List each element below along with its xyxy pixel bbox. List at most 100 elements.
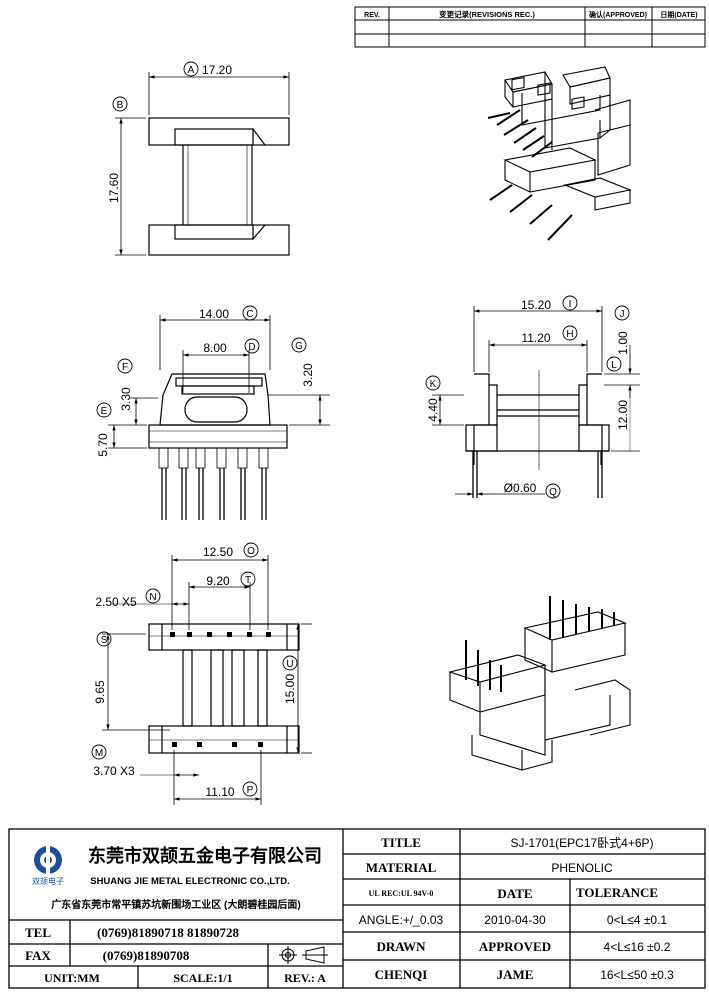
svg-text:11.10: 11.10 <box>205 785 234 799</box>
tolerance-row-1: 0<L≤4 ±0.1 <box>607 913 668 927</box>
checked-value: JAME <box>497 967 534 982</box>
tolerance-label: TOLERANCE <box>576 885 658 900</box>
drawn-label: DRAWN <box>376 939 426 954</box>
svg-text:D: D <box>248 342 255 353</box>
svg-text:C: C <box>246 309 253 320</box>
svg-text:N: N <box>149 592 156 603</box>
date-value: 2010-04-30 <box>484 913 546 927</box>
svg-text:O: O <box>247 546 255 557</box>
svg-text:2.50 X5: 2.50 X5 <box>95 595 137 609</box>
title-value: SJ-1701(EPC17卧式4+6P) <box>510 836 653 850</box>
svg-text:I: I <box>569 299 572 310</box>
isometric-view-top <box>487 66 632 241</box>
title-block-grid <box>8 828 706 989</box>
front-view <box>148 373 288 520</box>
dim-u: 15.00 U <box>282 655 298 704</box>
side-view <box>465 370 610 498</box>
dim-f: F 3.30 <box>117 358 133 411</box>
dim-a: A 17.20 <box>183 61 232 77</box>
svg-text:S: S <box>101 635 108 646</box>
ul-label: UL REC:UL 94V-0 <box>369 889 434 898</box>
svg-text:P: P <box>247 785 254 796</box>
material-label: MATERIAL <box>366 860 437 875</box>
tel-label: TEL <box>25 925 51 940</box>
revision-table <box>354 6 706 48</box>
svg-text:H: H <box>566 329 573 340</box>
dim-lines-front <box>108 315 330 449</box>
svg-text:1.00: 1.00 <box>616 331 630 355</box>
svg-text:A: A <box>188 65 195 76</box>
svg-text:F: F <box>122 362 128 373</box>
dim-e: E 5.70 <box>96 402 112 457</box>
svg-text:G: G <box>295 341 303 352</box>
svg-text:E: E <box>101 406 108 417</box>
svg-text:15.20: 15.20 <box>521 298 551 312</box>
bottom-view <box>148 623 300 754</box>
dim-d: 8.00 D <box>203 338 260 355</box>
dim-q: Ø0.60 Q <box>504 481 561 499</box>
svg-text:3.30: 3.30 <box>119 387 133 411</box>
tolerance-row-2: 4<L≤16 ±0.2 <box>604 940 671 954</box>
dim-l: L 12.00 <box>606 356 630 430</box>
svg-text:4.40: 4.40 <box>426 398 440 422</box>
date-label: DATE <box>497 886 532 901</box>
svg-text:Ø0.60: Ø0.60 <box>504 481 537 495</box>
rev-label: REV.: A <box>284 971 326 985</box>
svg-text:J: J <box>620 309 625 320</box>
company-name-en: SHUANG JIE METAL ELECTRONIC CO.,LTD. <box>90 876 290 887</box>
dim-h: 11.20 H <box>521 325 578 345</box>
company-address: 广东省东莞市常平镇苏坑新围场工业区 (大朗碧桂园后面) <box>51 898 300 911</box>
svg-text:15.00: 15.00 <box>283 674 297 704</box>
dim-lines-bottom <box>102 555 312 805</box>
dim-lines-side <box>432 306 640 496</box>
svg-text:9.20: 9.20 <box>206 574 230 588</box>
svg-text:K: K <box>430 379 437 390</box>
dim-m: M 3.70 X3 <box>91 744 135 778</box>
svg-text:L: L <box>611 360 617 371</box>
svg-text:5.70: 5.70 <box>96 433 110 457</box>
dim-n: 2.50 X5 N <box>95 588 161 609</box>
dim-c: 14.00 C <box>199 305 258 321</box>
dim-g: G 3.20 <box>291 337 315 387</box>
svg-text:14.00: 14.00 <box>199 307 229 321</box>
svg-text:17.20: 17.20 <box>202 63 232 77</box>
approved-label: APPROVED <box>479 939 551 954</box>
dim-lines-top <box>115 72 290 256</box>
tolerance-row-3: 16<L≤50 ±0.3 <box>600 968 674 982</box>
rev-header-date: 日期(DATE) <box>660 10 697 19</box>
scale-label: SCALE:1/1 <box>173 971 232 985</box>
dim-t: 9.20 T <box>206 571 256 588</box>
svg-text:双颉电子: 双颉电子 <box>32 876 64 886</box>
svg-text:B: B <box>117 100 124 111</box>
dim-p: 11.10 P <box>205 781 258 799</box>
tel-value: (0769)81890718 81890728 <box>97 925 239 940</box>
isometric-view-bottom <box>448 596 631 771</box>
unit-label: UNIT:MM <box>44 971 100 985</box>
svg-text:Q: Q <box>549 487 557 498</box>
title-label: TITLE <box>381 835 421 850</box>
svg-text:12.50: 12.50 <box>203 545 233 559</box>
checked-label: CHENQI <box>375 967 428 982</box>
svg-text:17.60: 17.60 <box>107 173 121 203</box>
top-view <box>148 117 290 256</box>
svg-text:8.00: 8.00 <box>203 341 227 355</box>
angle-value: ANGLE:+/_0.03 <box>359 913 444 927</box>
company-name-cn: 东莞市双颉五金电子有限公司 <box>88 845 322 866</box>
dim-k: K 4.40 <box>425 375 441 422</box>
dim-j: J 1.00 <box>614 305 630 355</box>
svg-text:3.70 X3: 3.70 X3 <box>93 764 135 778</box>
fax-value: (0769)81890708 <box>103 948 190 963</box>
material-value: PHENOLIC <box>551 861 613 875</box>
dim-b: B 17.60 <box>107 96 128 203</box>
svg-text:T: T <box>245 575 251 586</box>
svg-text:M: M <box>95 748 103 759</box>
rev-header-records: 变更记录(REVISIONS REC.) <box>439 9 535 19</box>
svg-text:11.20: 11.20 <box>521 331 550 345</box>
dim-o: 12.50 O <box>203 542 259 559</box>
svg-text:12.00: 12.00 <box>616 400 630 430</box>
rev-header-rev: REV. <box>364 12 380 19</box>
dim-i: 15.20 I <box>521 295 578 312</box>
dim-s: S 9.65 <box>93 631 112 704</box>
company-logo: 双颉电子 <box>32 846 64 886</box>
